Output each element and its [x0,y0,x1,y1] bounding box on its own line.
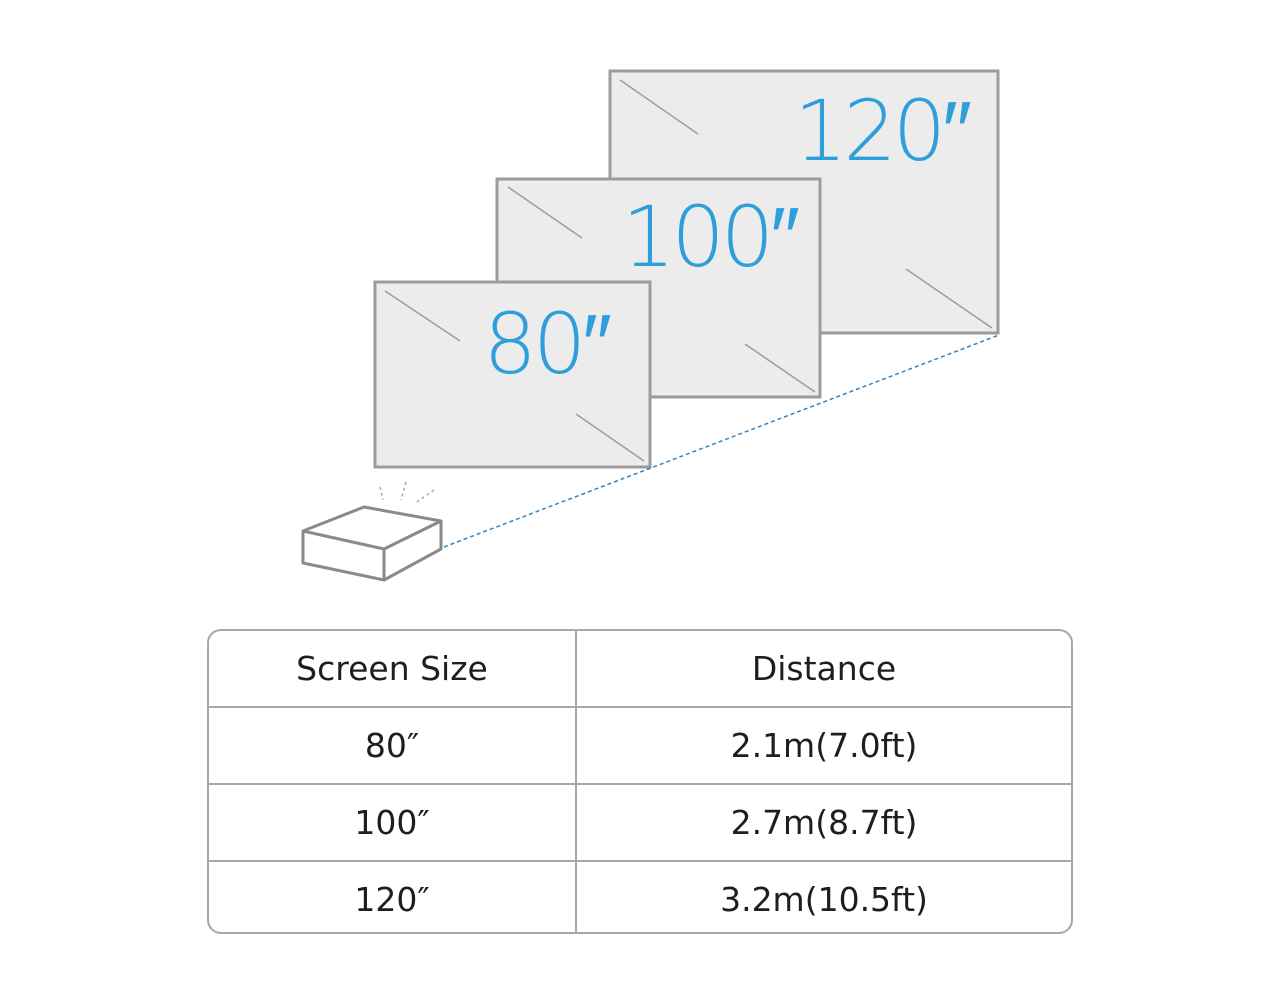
projection-distance-table: Screen Size Distance 80″ 2.1m(7.0ft) 100… [207,629,1073,934]
table-row: 80″ 2.1m(7.0ft) [209,707,1071,785]
projection-diagram: 120″ 100″ 80″ [301,69,1000,582]
header-distance: Distance [576,631,1071,708]
projection-beam-line [443,334,1000,548]
table-row: 100″ 2.7m(8.7ft) [209,784,1071,862]
table-row: 120″ 3.2m(10.5ft) [209,861,1071,932]
header-screen-size: Screen Size [209,631,577,708]
screen-80: 80″ [373,280,652,469]
light-rays-icon [379,481,435,505]
cell-distance: 3.2m(10.5ft) [720,880,928,919]
screen-label-80: 80″ [483,295,611,393]
table-header-row: Screen Size Distance [209,631,1071,708]
screen-label-100: 100″ [622,188,799,286]
projector-icon [301,505,443,582]
cell-screen-size: 120″ [209,861,577,932]
cell-screen-size: 100″ [209,784,577,862]
cell-distance: 2.7m(8.7ft) [576,784,1071,862]
cell-screen-size: 80″ [209,707,577,785]
cell-distance: 2.1m(7.0ft) [576,707,1071,785]
screen-label-120: 120″ [794,82,971,180]
